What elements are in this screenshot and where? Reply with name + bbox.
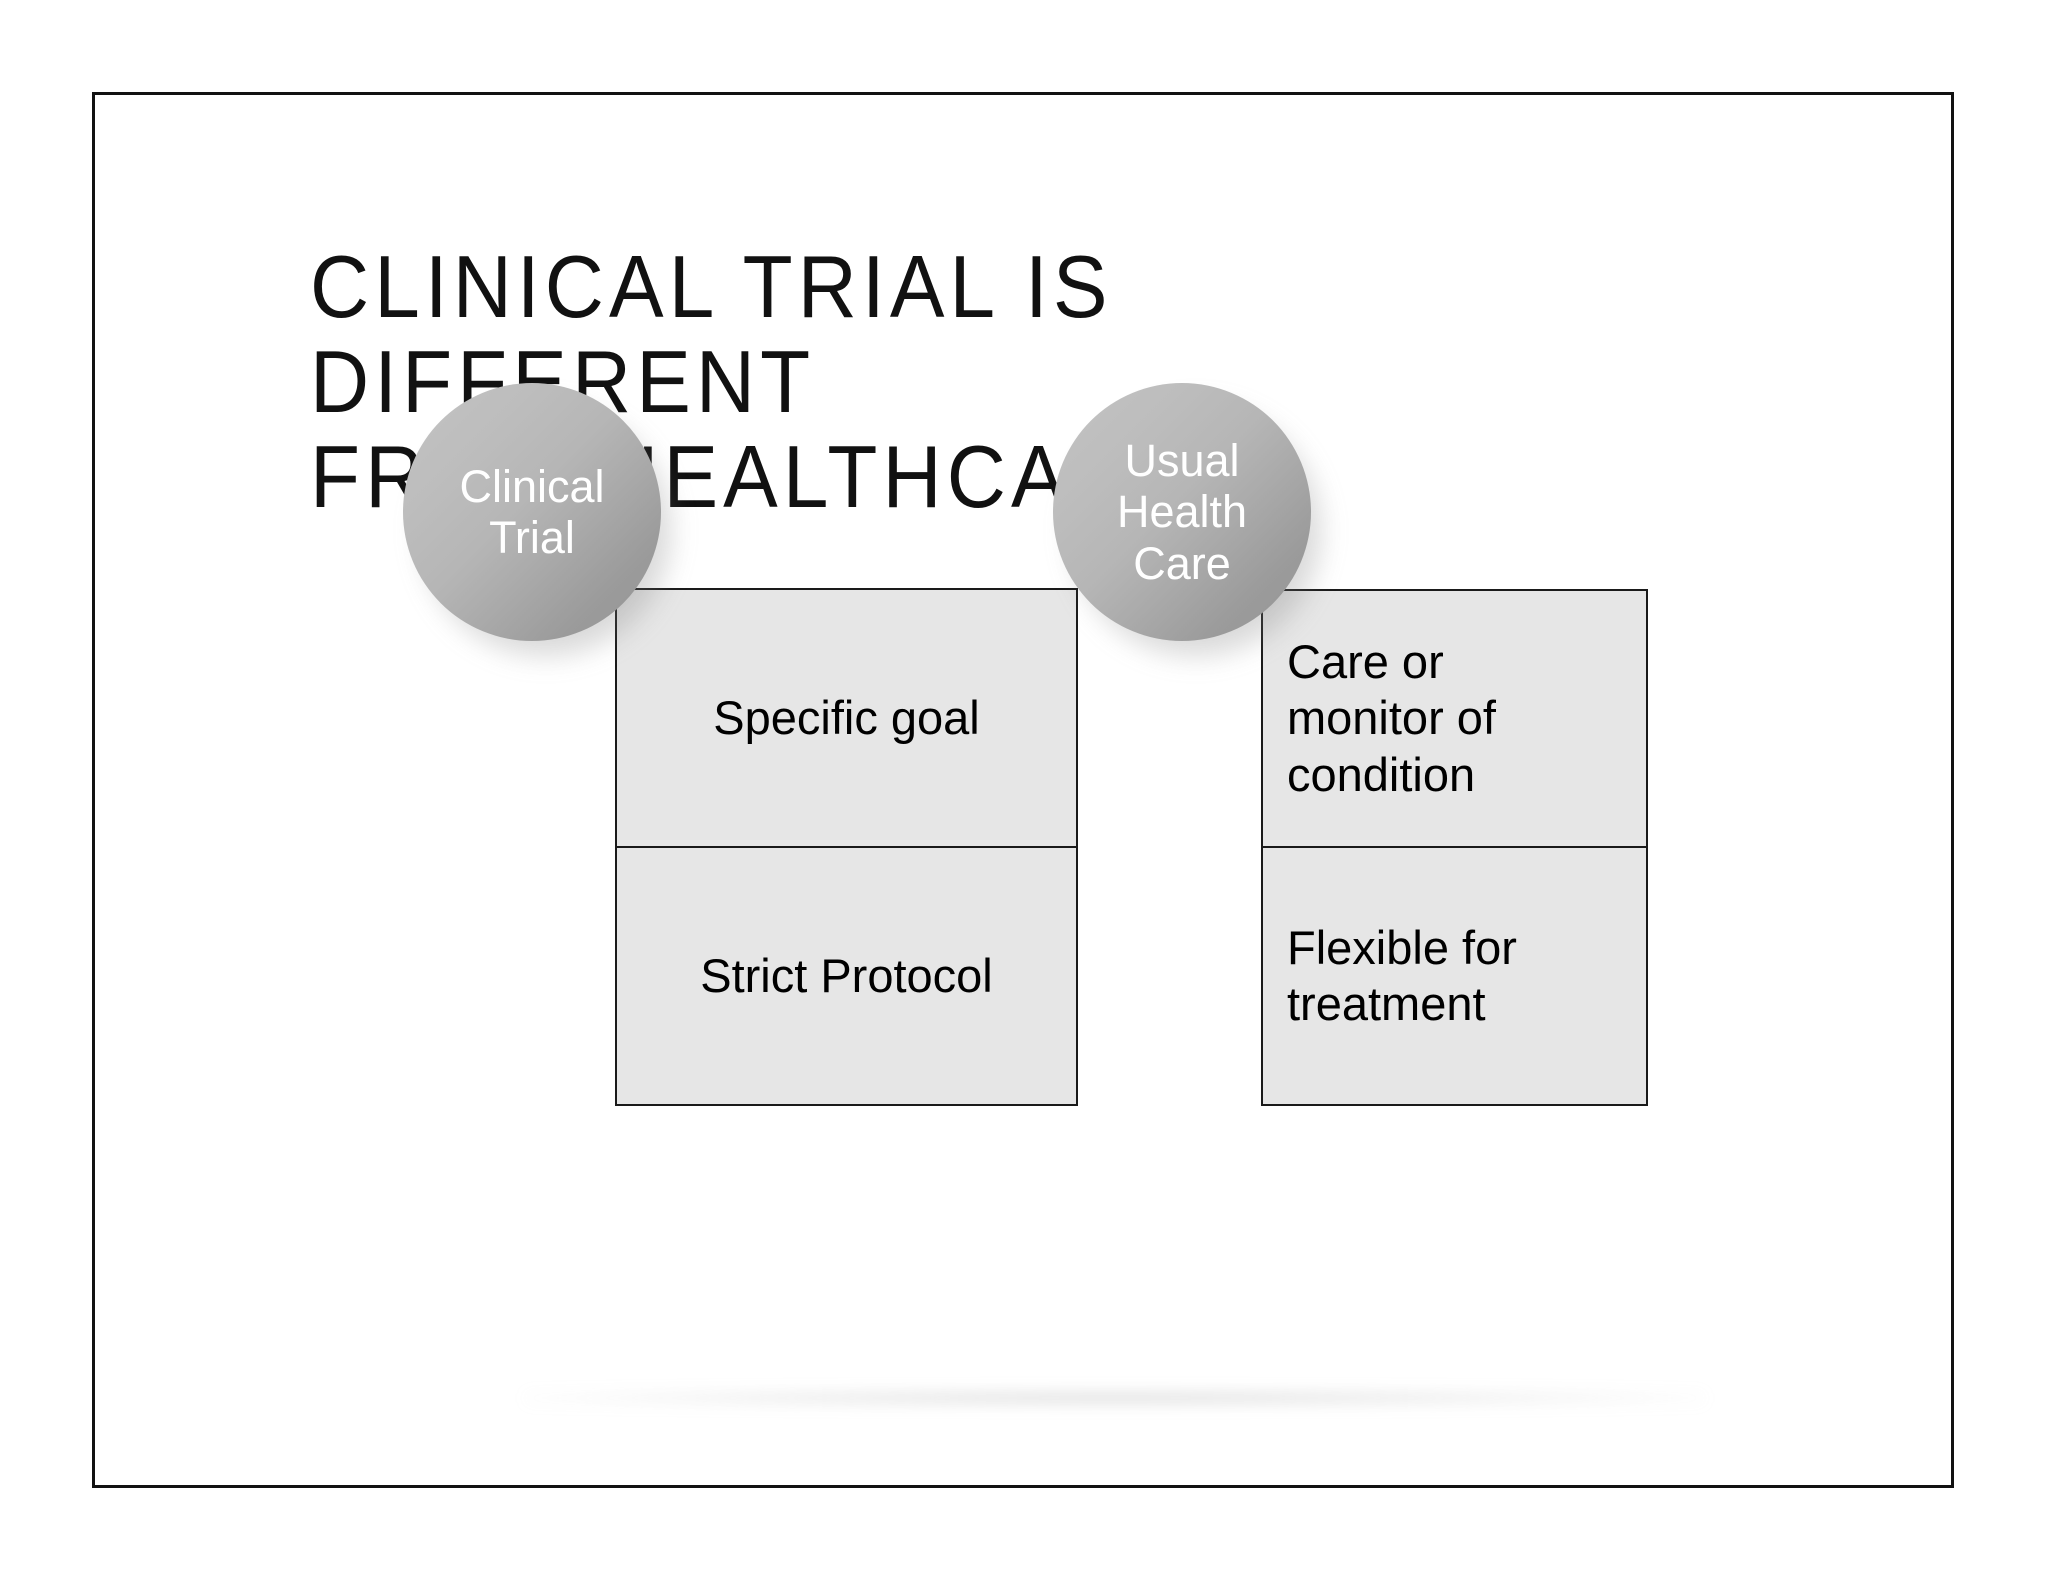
cell-text: Specific goal bbox=[713, 690, 980, 744]
table-row[interactable]: Flexible for treatment bbox=[1261, 847, 1648, 1106]
cell-text: Flexible for treatment bbox=[1287, 920, 1517, 1030]
table-clinical-trial: Specific goal Strict Protocol bbox=[615, 588, 1078, 1106]
circle-usual-health-care[interactable]: Usual Health Care bbox=[1053, 383, 1311, 641]
table-row[interactable]: Care or monitor of condition bbox=[1261, 589, 1648, 847]
table-row[interactable]: Specific goal bbox=[615, 588, 1078, 847]
residual-shadow bbox=[525, 1390, 1705, 1406]
table-row[interactable]: Strict Protocol bbox=[615, 847, 1078, 1106]
cell-text: Strict Protocol bbox=[700, 948, 993, 1002]
table-usual-health-care: Care or monitor of condition Flexible fo… bbox=[1261, 589, 1648, 1106]
slide-frame: CLINICAL TRIAL IS DIFFERENT FROM HEALTHC… bbox=[92, 92, 1954, 1488]
cell-text: Care or monitor of condition bbox=[1287, 634, 1496, 801]
circle-clinical-trial[interactable]: Clinical Trial bbox=[403, 383, 661, 641]
